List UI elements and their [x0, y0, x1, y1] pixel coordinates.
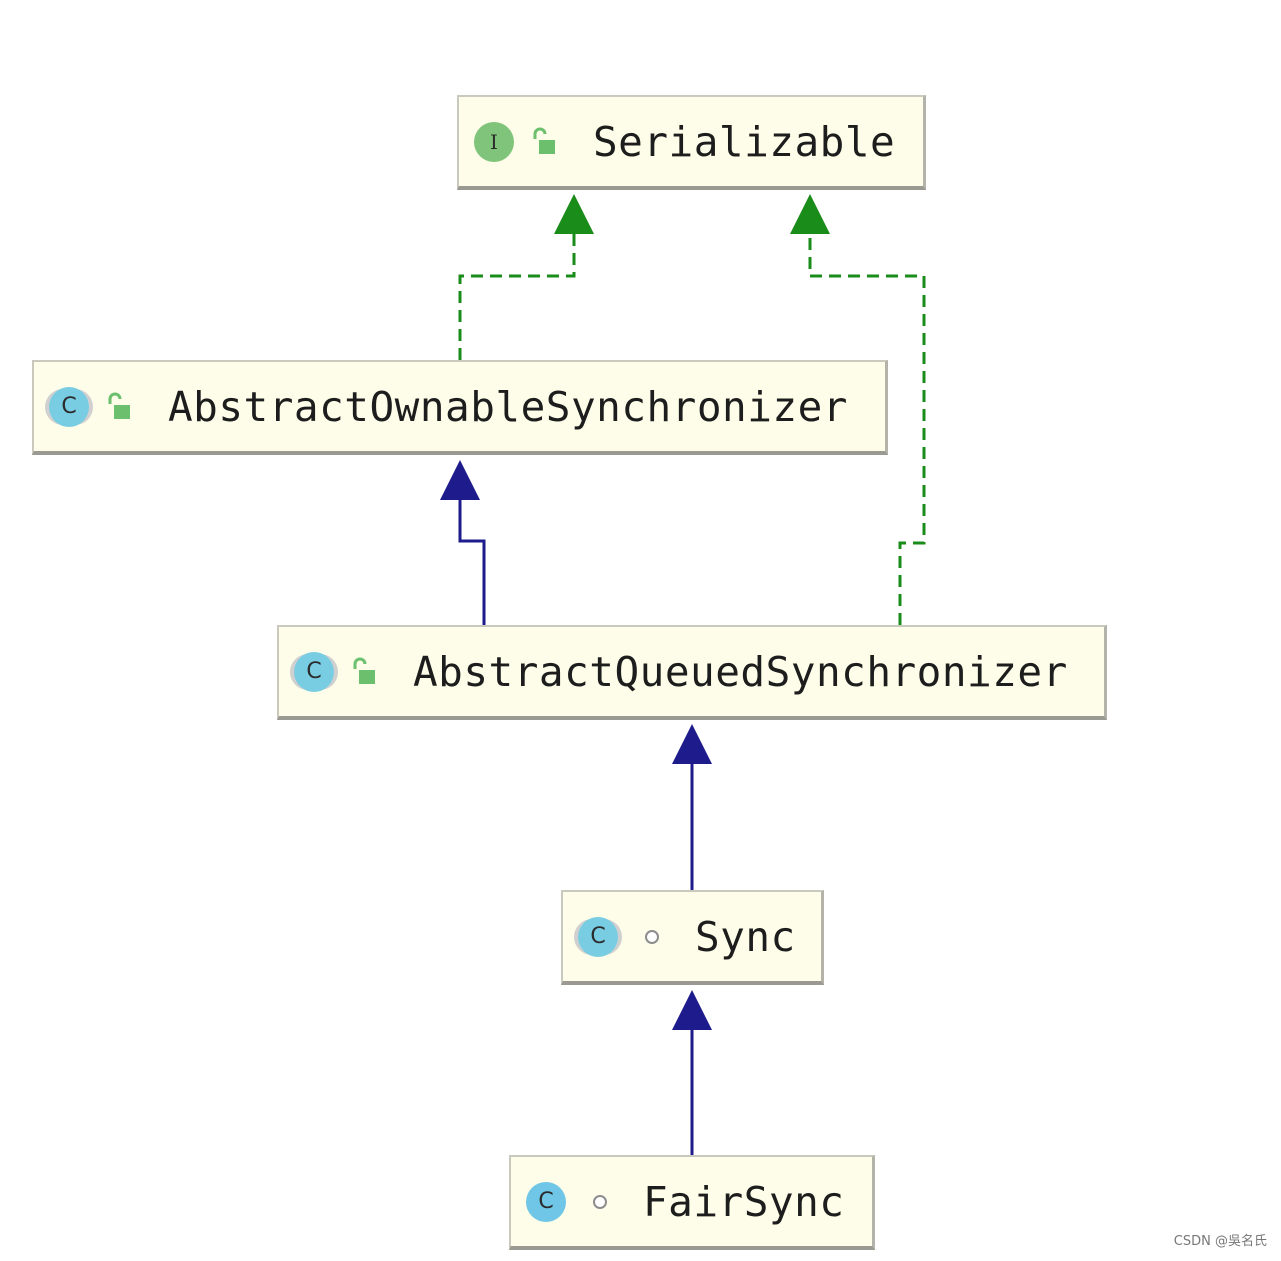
class-icon: C: [523, 1179, 569, 1225]
class-badge: C: [526, 1181, 566, 1222]
node-label: Serializable: [593, 117, 896, 166]
edge-aos-implements-serializable: [458, 232, 576, 360]
arrowhead-implements-icon: [790, 194, 830, 234]
package-private-icon: [593, 1194, 607, 1209]
abstract-class-icon: C: [575, 914, 621, 960]
class-badge: C: [49, 386, 89, 427]
public-lock-icon: [533, 127, 555, 154]
node-label: FairSync: [643, 1177, 845, 1226]
node-fair-sync[interactable]: C FairSync: [509, 1155, 875, 1250]
edge-aqs-implements-serializable: [808, 232, 926, 625]
node-abstract-ownable-synchronizer[interactable]: C AbstractOwnableSynchronizer: [32, 360, 888, 455]
arrowhead-implements-icon: [554, 194, 594, 234]
node-label: AbstractOwnableSynchronizer: [168, 382, 848, 431]
abstract-class-icon: C: [291, 649, 337, 695]
arrowhead-extends-icon: [672, 724, 712, 764]
node-abstract-queued-synchronizer[interactable]: C AbstractQueuedSynchronizer: [277, 625, 1107, 720]
arrowhead-extends-icon: [440, 460, 480, 500]
interface-icon: I: [471, 119, 517, 165]
abstract-class-icon: C: [46, 384, 92, 430]
class-badge: C: [294, 651, 334, 692]
interface-badge: I: [474, 121, 514, 162]
package-private-icon: [645, 929, 659, 944]
edge-aqs-extends-aos: [458, 498, 486, 625]
public-lock-icon: [353, 657, 375, 684]
node-serializable[interactable]: I Serializable: [457, 95, 926, 190]
node-sync[interactable]: C Sync: [561, 890, 824, 985]
watermark: CSDN @吳名氏: [1173, 1234, 1267, 1249]
arrowhead-extends-icon: [672, 990, 712, 1030]
node-label: Sync: [695, 912, 796, 961]
class-badge: C: [578, 916, 618, 957]
public-lock-icon: [108, 392, 130, 419]
node-label: AbstractQueuedSynchronizer: [413, 647, 1068, 696]
